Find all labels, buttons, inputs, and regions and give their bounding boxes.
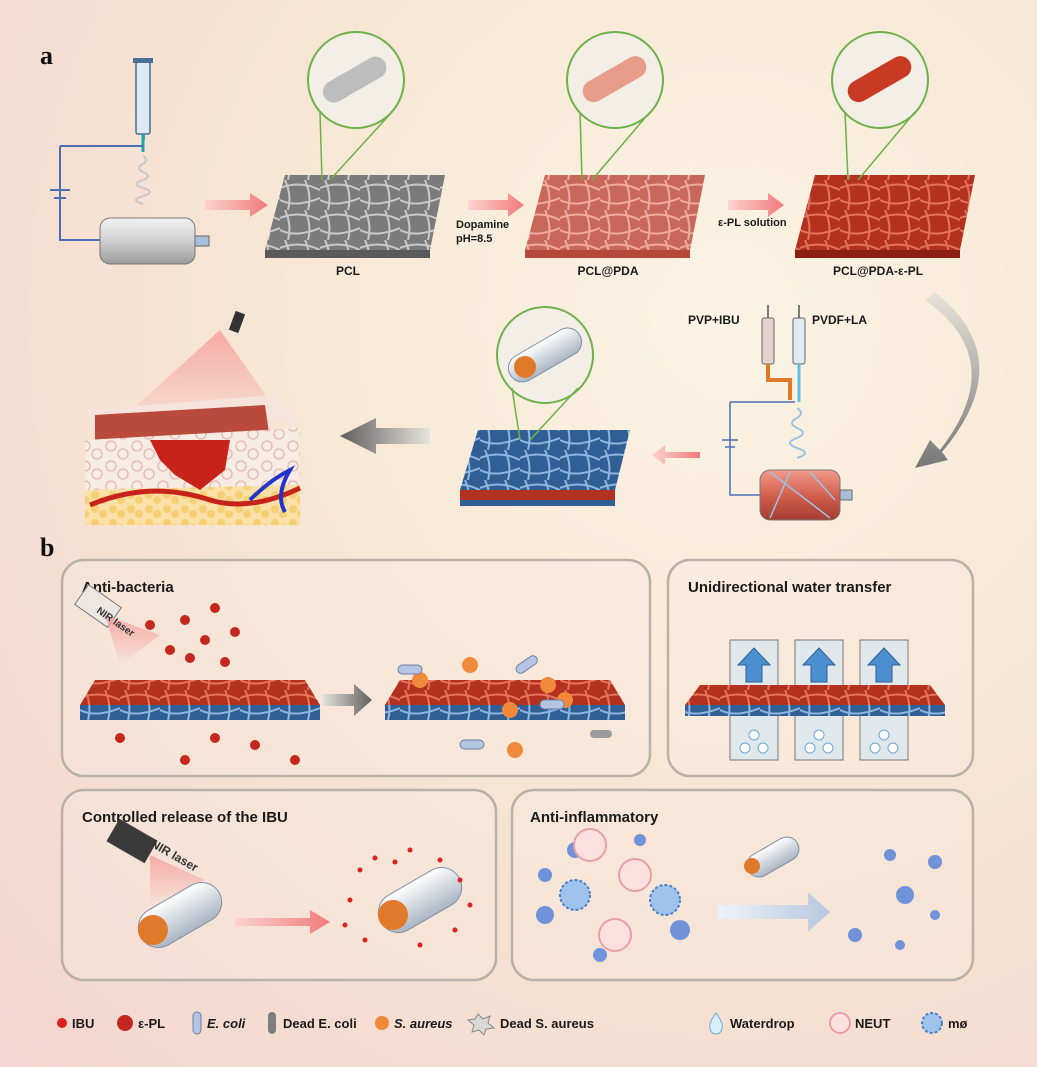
legend-label-macrophage: mø <box>948 1016 968 1031</box>
legend-item-epl: ε-PL <box>117 1015 165 1031</box>
box-title-anti-bacteria: Anti-bacteria <box>82 579 174 596</box>
arrow-release <box>235 910 330 934</box>
legend-label-dead-ecoli: Dead E. coli <box>283 1016 357 1031</box>
legend-item-neut: NEUT <box>829 1012 890 1034</box>
epl-icon <box>117 1015 133 1031</box>
arrow-to-pcl <box>205 193 268 217</box>
box-title-water-transfer: Unidirectional water transfer <box>688 579 892 596</box>
legend-label-ecoli: E. coli <box>207 1016 246 1031</box>
legend-item-waterdrop: Waterdrop <box>709 1012 795 1035</box>
syringe-label-right: PVDF+LA <box>812 313 867 327</box>
arrow-to-epl <box>728 193 784 217</box>
box-anti-inflammatory: Anti-inflammatory <box>510 788 975 982</box>
bacteria-cluster <box>397 655 612 758</box>
waterdrop-icons <box>739 729 899 754</box>
inflammatory-cells <box>536 828 690 962</box>
mat-pcl-pda: PCL@PDA <box>525 31 705 278</box>
ibu-particles <box>342 847 473 948</box>
legend-item-ibu: IBU <box>57 1016 94 1031</box>
ibu-icon <box>57 1018 67 1028</box>
arrow-bacteria <box>322 684 372 716</box>
dead-saureus-icon <box>466 1013 496 1036</box>
mat-bilayer <box>460 306 630 506</box>
mat-label-pcl-pda-epl: PCL@PDA-ε-PL <box>833 264 923 278</box>
legend-item-ecoli: E. coli <box>192 1011 246 1035</box>
electrospinning-setup-1 <box>50 58 210 265</box>
dead-ecoli-icon <box>268 1012 276 1034</box>
box-title-anti-inflammatory: Anti-inflammatory <box>530 809 659 826</box>
panel-b-letter: b <box>40 533 54 562</box>
mat-pcl-pda-epl: PCL@PDA-ε-PL <box>795 31 975 278</box>
step1-label-line1: Dopamine <box>456 219 509 231</box>
arrow-to-pda <box>468 193 524 217</box>
legend-item-saureus: S. aureus <box>375 1016 453 1031</box>
legend-item-macrophage: mø <box>921 1012 968 1034</box>
epl-particles <box>115 603 300 765</box>
mat-label-pcl: PCL <box>336 264 360 278</box>
step1-label-line2: pH=8.5 <box>456 233 492 245</box>
arrow-to-wound <box>340 418 430 454</box>
ecoli-icon <box>192 1011 202 1035</box>
up-arrow-icons <box>736 647 902 683</box>
step2-label: ε-PL solution <box>718 217 787 229</box>
legend-item-dead-saureus: Dead S. aureus <box>466 1013 594 1036</box>
mat-pcl: PCL <box>265 31 445 278</box>
panel-a-letter: a <box>40 41 53 70</box>
legend-item-dead-ecoli: Dead E. coli <box>268 1012 357 1034</box>
coaxial-electrospinning-setup: PVP+IBU PVDF+LA <box>688 305 867 521</box>
legend-label-dead-saureus: Dead S. aureus <box>500 1016 594 1031</box>
legend-label-waterdrop: Waterdrop <box>730 1016 795 1031</box>
box-anti-bacteria: Anti-bacteria NIR laser <box>60 558 652 778</box>
skin-wound-illustration <box>85 310 302 525</box>
curved-arrow <box>915 292 980 468</box>
box-controlled-release: Controlled release of the IBU NIR laser <box>60 788 498 982</box>
mat-label-pcl-pda: PCL@PDA <box>577 264 638 278</box>
legend: IBU ε-PL E. coli Dead E. coli S. aureus … <box>57 1011 968 1036</box>
legend-label-epl: ε-PL <box>138 1016 165 1031</box>
legend-label-ibu: IBU <box>72 1016 94 1031</box>
box-title-controlled-release: Controlled release of the IBU <box>82 809 288 826</box>
syringe-label-left: PVP+IBU <box>688 313 740 327</box>
box-water-transfer: Unidirectional water transfer <box>666 558 975 778</box>
saureus-icon <box>375 1016 389 1030</box>
legend-label-saureus: S. aureus <box>394 1016 453 1031</box>
arrow-inflammation <box>718 892 830 932</box>
macrophage-icon <box>921 1012 943 1034</box>
resolved-cells <box>848 849 942 950</box>
waterdrop-icon <box>709 1012 723 1035</box>
neut-icon <box>829 1012 851 1034</box>
arrow-to-bilayer <box>652 445 700 465</box>
legend-label-neut: NEUT <box>855 1016 890 1031</box>
